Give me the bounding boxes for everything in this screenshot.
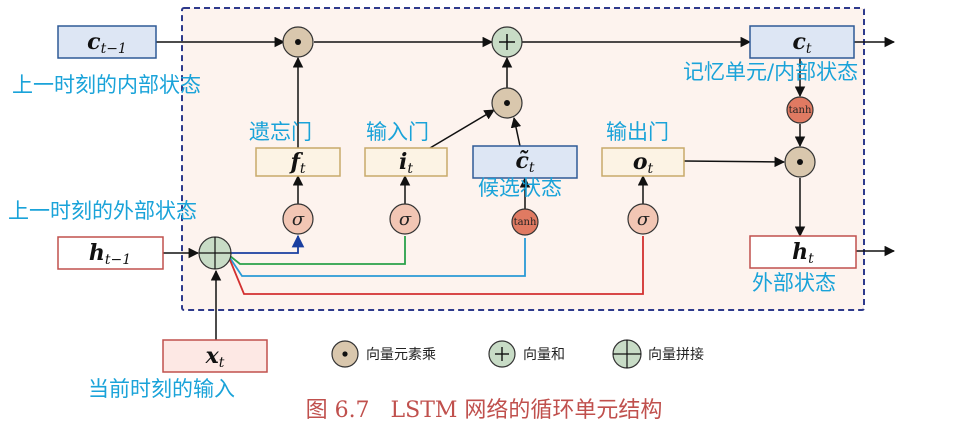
legend-mult: 向量元素乘: [331, 340, 436, 368]
colored-feeds: [229, 234, 644, 295]
c-t-sub: t: [806, 41, 812, 57]
legend-add-label: 向量和: [523, 347, 565, 363]
sigma-forget-label: σ: [292, 209, 305, 230]
h-prev-sub: t−1: [105, 252, 131, 268]
i-t-main: i: [399, 149, 407, 175]
svg-text:ht−1: ht−1: [89, 240, 131, 268]
label-memory-cell: 记忆单元/内部状态: [683, 60, 858, 84]
line-it-to-inputmult: [429, 109, 495, 149]
svg-text:c̃t: c̃t: [515, 148, 534, 176]
box-c-prev: ct−1: [57, 25, 157, 59]
svg-text:xt: xt: [205, 343, 225, 371]
box-h-prev: ht−1: [57, 236, 164, 270]
feed-red: [229, 236, 644, 295]
connections: [156, 36, 896, 340]
sigma-forget-node: σ: [282, 203, 314, 235]
svg-text:ht: ht: [792, 239, 814, 267]
feed-blue: [230, 234, 305, 254]
label-candidate-state: 候选状态: [478, 176, 562, 200]
box-f-t: ft: [255, 147, 341, 177]
sigma-input-node: σ: [389, 203, 421, 235]
h-t-sub: t: [808, 251, 814, 267]
legend-add: 向量和: [488, 340, 565, 368]
legend-concat-label: 向量拼接: [648, 346, 704, 363]
feed-cyan: [229, 238, 526, 277]
output-tanh-node: tanh: [786, 96, 814, 124]
sigma-output-label: σ: [637, 209, 650, 230]
i-t-sub: t: [407, 161, 413, 177]
svg-text:ct: ct: [792, 29, 811, 57]
label-prev-external-state: 上一时刻的外部状态: [8, 199, 197, 223]
x-t-sub: t: [219, 355, 225, 371]
label-output-gate: 输出门: [606, 120, 669, 144]
label-forget-gate: 遗忘门: [249, 120, 312, 144]
concat-node: [198, 236, 232, 270]
cell-add-node: [491, 26, 523, 58]
sigma-output-node: σ: [627, 203, 659, 235]
c-prev-sub: t−1: [101, 41, 127, 57]
line-ctilde-to-inputmult: [510, 116, 522, 147]
input-mult-node: [491, 87, 523, 119]
line-ot-to-outmult: [683, 156, 786, 168]
svg-text:ft: ft: [288, 149, 305, 177]
x-t-main: x: [205, 343, 220, 369]
o-t-main: o: [633, 149, 648, 175]
figure-caption: 图 6.7 LSTM 网络的循环单元结构: [306, 398, 663, 423]
c-t-main: c: [792, 29, 806, 55]
box-i-t: it: [364, 147, 448, 177]
h-prev-main: h: [89, 240, 105, 266]
legend-concat: 向量拼接: [612, 339, 704, 369]
f-t-sub: t: [300, 161, 306, 177]
svg-text:ot: ot: [633, 149, 654, 177]
c-tilde-main: c̃: [515, 148, 529, 174]
sigma-input-label: σ: [399, 209, 412, 230]
c-tilde-sub: t: [529, 160, 535, 176]
box-h-t: ht: [749, 235, 857, 269]
f-t-main: f: [288, 149, 303, 175]
box-x-t: xt: [162, 339, 268, 373]
box-c-t: ct: [749, 25, 855, 59]
candidate-tanh-node: tanh: [511, 208, 539, 236]
c-prev-main: c: [87, 29, 101, 55]
o-t-sub: t: [648, 161, 654, 177]
candidate-tanh-label: tanh: [514, 217, 537, 228]
legend: 向量元素乘 向量和 向量拼接: [331, 339, 704, 369]
label-input-gate: 输入门: [366, 120, 429, 144]
svg-text:it: it: [399, 149, 413, 177]
forget-mult-node: [282, 26, 314, 58]
label-external-state: 外部状态: [752, 271, 836, 295]
svg-text:ct−1: ct−1: [87, 29, 127, 57]
box-o-t: ot: [601, 147, 685, 177]
box-c-tilde: c̃t: [472, 145, 578, 179]
label-prev-internal-state: 上一时刻的内部状态: [12, 73, 201, 97]
h-t-main: h: [792, 239, 808, 265]
legend-mult-label: 向量元素乘: [366, 347, 436, 363]
output-tanh-label: tanh: [789, 105, 812, 116]
label-current-input: 当前时刻的输入: [88, 377, 235, 401]
feed-green: [229, 236, 406, 265]
output-mult-node: [784, 146, 816, 178]
